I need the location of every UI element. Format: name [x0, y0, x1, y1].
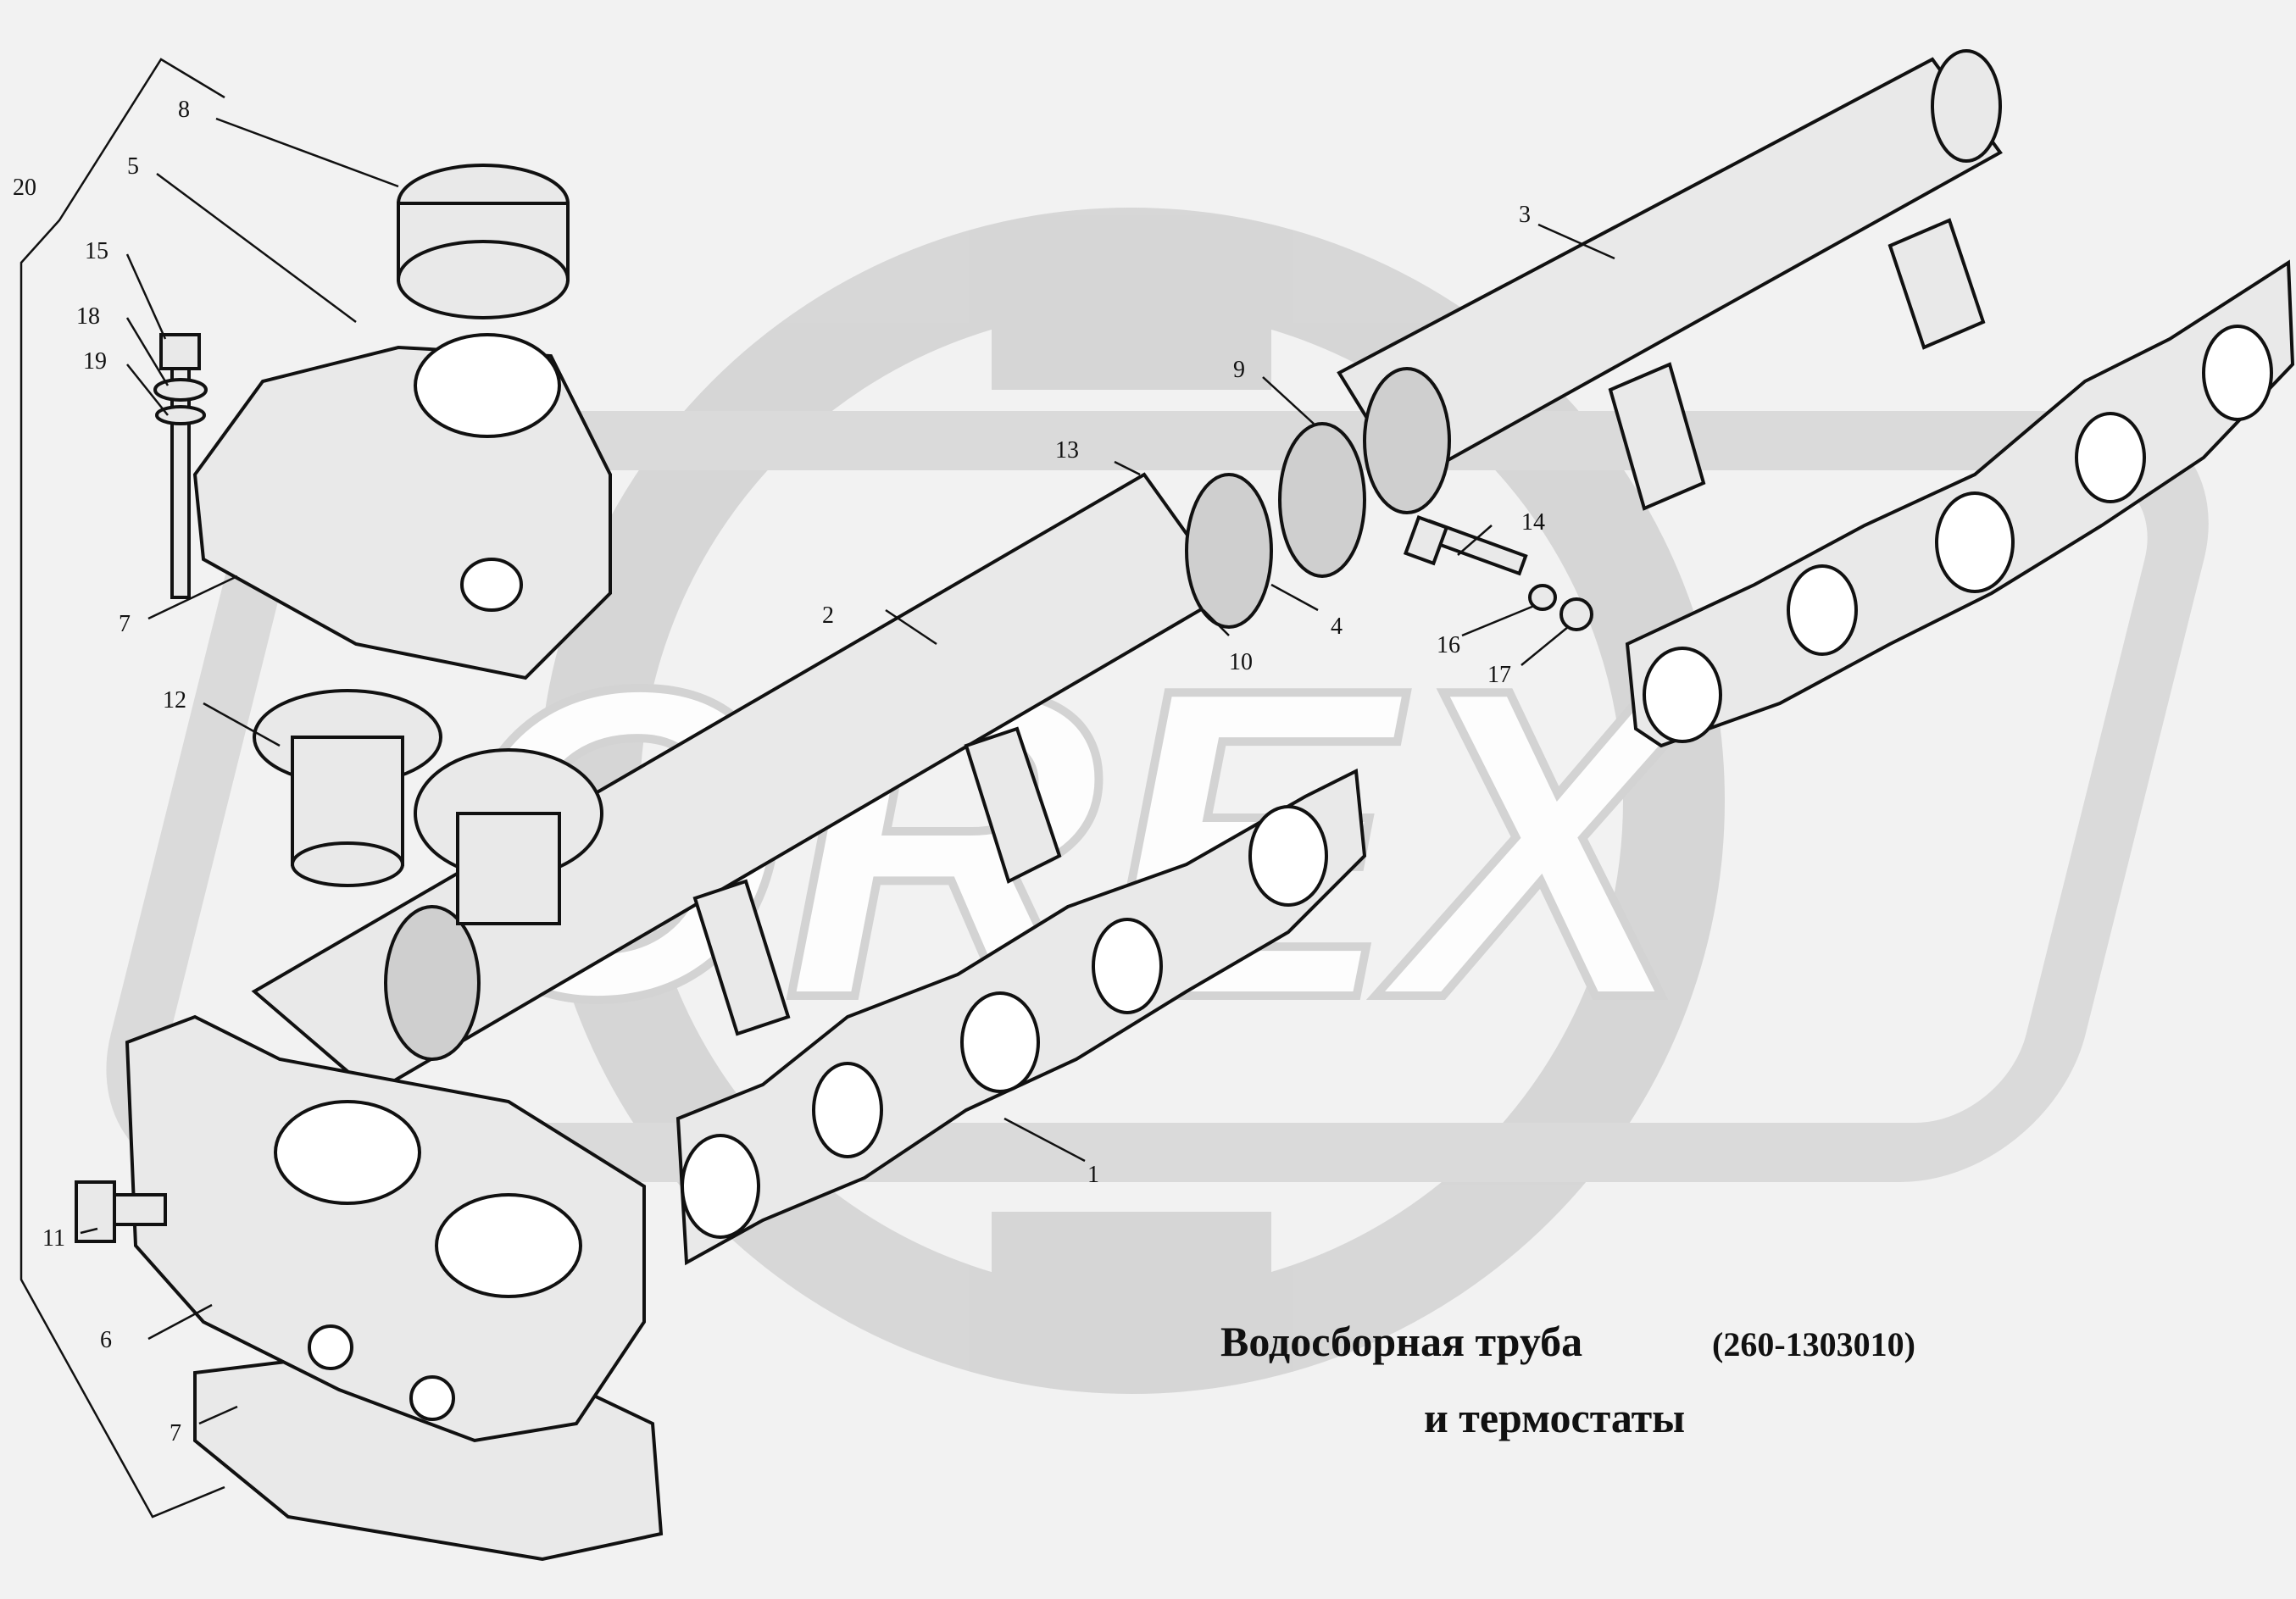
bracket-20 — [19, 58, 225, 1518]
callout-3: 3 — [1519, 202, 1531, 228]
bolt-with-washers — [153, 333, 208, 599]
thermostat-left — [253, 689, 442, 887]
callout-2: 2 — [822, 602, 834, 629]
callout-1: 1 — [1087, 1162, 1099, 1188]
callout-20: 20 — [13, 175, 36, 201]
callout-labels: 1 2 3 4 5 6 7 7 8 9 10 11 12 13 14 15 16… — [13, 97, 1545, 1446]
callout-8: 8 — [178, 97, 190, 123]
callout-10: 10 — [1229, 649, 1253, 675]
callout-14: 14 — [1521, 509, 1545, 536]
callout-7-bottom: 7 — [170, 1420, 181, 1446]
callout-12: 12 — [163, 687, 186, 713]
callout-6: 6 — [100, 1327, 112, 1353]
thermostat-right — [414, 748, 603, 925]
callout-9: 9 — [1233, 357, 1245, 383]
callout-18: 18 — [76, 303, 100, 330]
diagram-title: Водосборная труба (260-1303010) и термос… — [1220, 1318, 1915, 1441]
callout-5: 5 — [127, 153, 139, 180]
gasket-rear — [1625, 259, 2295, 748]
callout-11: 11 — [42, 1225, 65, 1252]
leader-lines — [80, 117, 1615, 1425]
callout-13: 13 — [1055, 437, 1079, 464]
thermostat-housing-bottom — [125, 1014, 646, 1443]
pipe-front — [251, 472, 1231, 1096]
callout-19: 19 — [83, 348, 107, 375]
cap — [397, 164, 570, 319]
title-part-number: (260-1303010) — [1712, 1325, 1915, 1363]
callout-15: 15 — [85, 238, 108, 264]
title-line-1: Водосборная труба — [1220, 1318, 1582, 1365]
callout-16: 16 — [1437, 632, 1460, 658]
title-line-2: и термостаты — [1424, 1394, 1685, 1441]
callout-4: 4 — [1331, 614, 1343, 640]
pipe-rear — [1337, 49, 2003, 511]
callout-17: 17 — [1487, 662, 1511, 688]
callout-7-top: 7 — [119, 611, 131, 637]
thermostat-housing-top — [192, 333, 612, 680]
drain-bolt — [75, 1180, 167, 1243]
gasket-front — [675, 768, 1367, 1266]
hose-clamps — [384, 367, 1451, 1061]
